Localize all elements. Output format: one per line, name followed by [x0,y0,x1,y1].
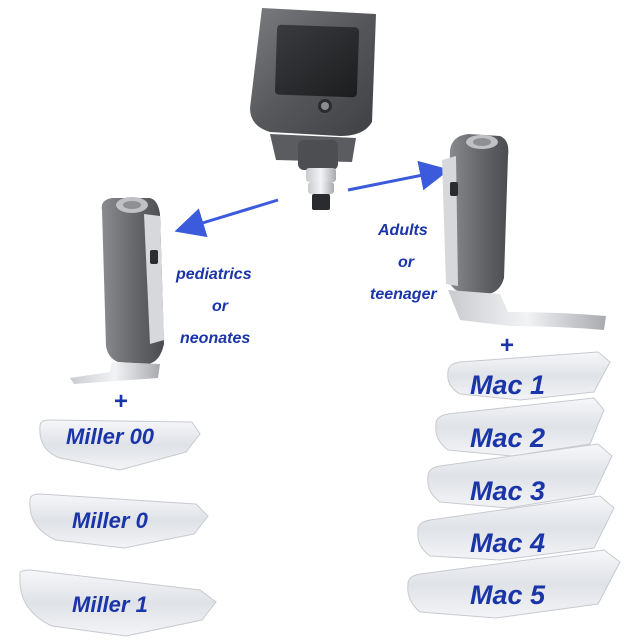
mac-blades-illustration [407,351,621,619]
caption-adults: Adults [378,222,428,239]
handle-small [70,197,164,384]
miller-blades-illustration [19,419,217,637]
plus-left: + [114,388,129,415]
caption-or-right: or [398,254,414,271]
caption-neonates: neonates [180,330,251,347]
label-miller-1: Miller 1 [72,592,148,617]
arrow-left [174,198,279,238]
label-mac-1: Mac 1 [470,370,546,400]
caption-or-left: or [212,298,228,315]
label-mac-3: Mac 3 [470,476,546,506]
arrow-right [347,160,450,192]
label-miller-0: Miller 0 [72,508,148,533]
caption-pediatrics: pediatrics [176,266,252,283]
plus-right: + [500,332,515,359]
monitor-device [250,8,376,210]
label-miller-00: Miller 00 [66,424,155,449]
handle-large [442,134,606,330]
label-mac-2: Mac 2 [470,423,546,453]
label-mac-4: Mac 4 [470,528,546,558]
label-mac-5: Mac 5 [470,580,546,610]
caption-teenager: teenager [370,286,437,303]
